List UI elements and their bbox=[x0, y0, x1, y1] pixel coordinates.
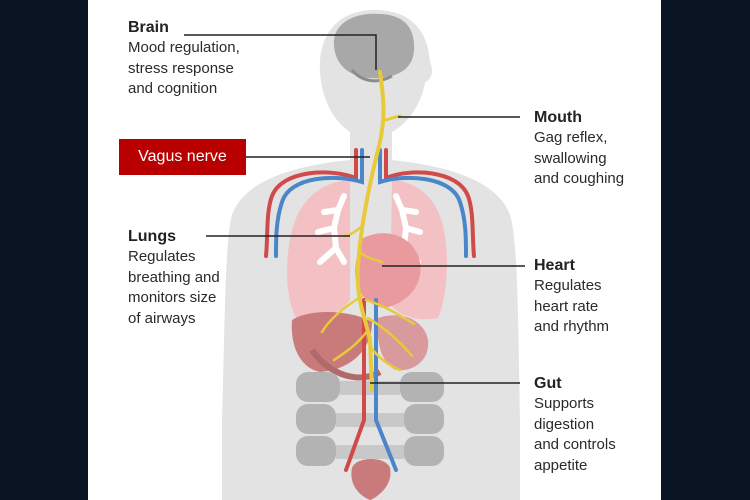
label-mouth: Mouth Gag reflex, swallowing and coughin… bbox=[534, 108, 624, 190]
blood-vessels bbox=[264, 148, 476, 472]
label-brain: Brain Mood regulation, stress response a… bbox=[128, 18, 240, 100]
heart-title: Heart bbox=[534, 257, 575, 274]
heart-shape bbox=[355, 233, 421, 308]
brain-title: Brain bbox=[128, 19, 169, 36]
gut-description: Supports digestion and controls appetite bbox=[534, 395, 616, 474]
mouth-description: Gag reflex, swallowing and coughing bbox=[534, 129, 625, 187]
label-heart: Heart Regulates heart rate and rhythm bbox=[534, 256, 609, 338]
intestines-shape bbox=[296, 372, 444, 466]
bladder-shape bbox=[351, 459, 391, 500]
mouth-title: Mouth bbox=[534, 109, 582, 126]
lungs-title: Lungs bbox=[128, 228, 176, 245]
label-gut: Gut Supports digestion and controls appe… bbox=[534, 374, 616, 476]
vagus-nerve-tag: Vagus nerve bbox=[119, 139, 246, 175]
leader-lines bbox=[184, 34, 525, 384]
abdomen-organs bbox=[291, 311, 429, 381]
lungs-description: Regulates breathing and monitors size of… bbox=[128, 248, 220, 327]
brain-description: Mood regulation, stress response and cog… bbox=[128, 39, 240, 97]
gut-title: Gut bbox=[534, 375, 562, 392]
brain-shape bbox=[333, 13, 415, 83]
heart-description: Regulates heart rate and rhythm bbox=[534, 277, 610, 335]
label-lungs: Lungs Regulates breathing and monitors s… bbox=[128, 227, 220, 329]
vagus-nerve bbox=[320, 70, 416, 392]
